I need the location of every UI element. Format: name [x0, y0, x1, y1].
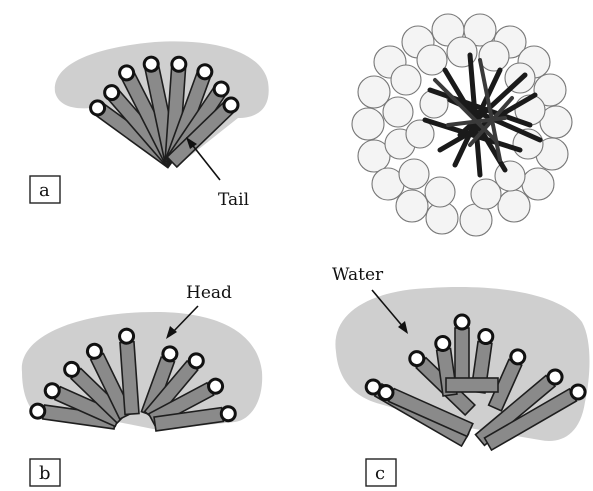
head-label: Head	[186, 283, 232, 303]
panel-a: Tail a	[30, 41, 269, 210]
panel-b: Head b	[22, 283, 262, 486]
tail-label: Tail	[218, 190, 249, 210]
panel-c: Water c	[332, 265, 590, 486]
panel-b-label: b	[39, 463, 51, 484]
micelle-sphere	[352, 14, 572, 236]
tail-arrow	[190, 142, 220, 180]
panel-a-label: a	[39, 180, 50, 201]
water-label: Water	[332, 265, 384, 285]
connector-bar	[446, 378, 498, 392]
panel-c-label: c	[375, 463, 385, 484]
